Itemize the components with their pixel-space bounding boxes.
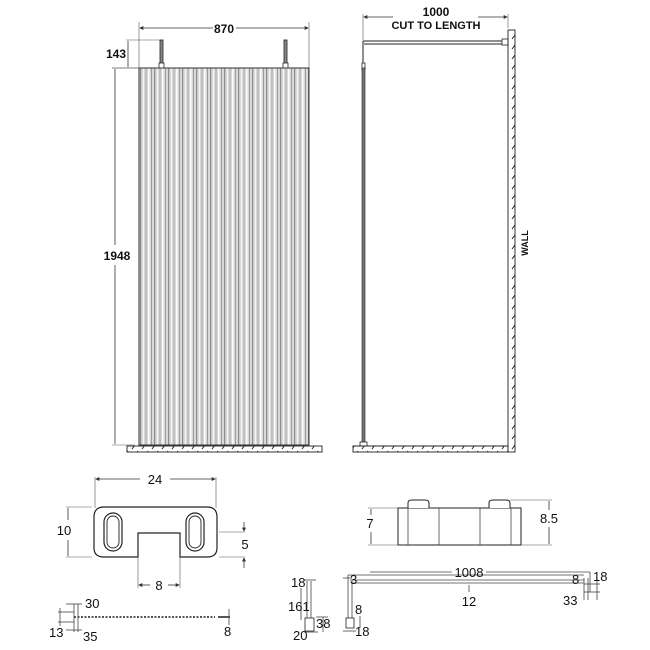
bracket-width-label: 24 xyxy=(148,472,162,487)
bracket-height-label: 143 xyxy=(106,47,126,61)
arm-18-bottom-label: 18 xyxy=(355,624,369,639)
arm-18-right-label: 18 xyxy=(593,569,607,584)
glass-edge-side xyxy=(361,67,366,446)
side-floor-hatch xyxy=(352,445,509,453)
arm-8-left-label: 8 xyxy=(355,602,362,617)
arm-18-top-label: 18 xyxy=(291,575,305,590)
panel-height-label: 1948 xyxy=(104,249,131,263)
wall-label: WALL xyxy=(520,230,530,256)
bracket-side-detail: 7 8.5 xyxy=(366,499,558,546)
bracket-side-7-label: 7 xyxy=(366,516,373,531)
front-view: 870 143 1948 xyxy=(104,22,323,453)
arm-161-label: 161 xyxy=(288,599,310,614)
channel-detail: 30 13 35 8 xyxy=(49,596,231,644)
right-slot xyxy=(185,512,205,552)
arm-38-label: 38 xyxy=(316,616,330,631)
arm-20-label: 20 xyxy=(293,628,307,643)
channel-13-label: 13 xyxy=(49,625,63,640)
left-support-arm xyxy=(159,39,164,67)
channel-8-label: 8 xyxy=(224,624,231,639)
slot-height-label: 5 xyxy=(241,537,248,552)
channel-30-label: 30 xyxy=(85,596,99,611)
bracket-side-8-5-label: 8.5 xyxy=(540,511,558,526)
arm-1008-label: 1008 xyxy=(455,565,484,580)
front-floor-hatch xyxy=(126,445,323,453)
front-width-label: 870 xyxy=(214,22,234,36)
arm-detail: 18 161 38 20 3 8 18 1008 12 8 18 33 xyxy=(288,565,607,643)
arm-3-label: 3 xyxy=(350,572,357,587)
bracket-side-body xyxy=(397,507,522,546)
right-support-arm xyxy=(283,39,288,67)
arm-8-right-label: 8 xyxy=(572,572,579,587)
left-slot xyxy=(103,512,123,552)
side-view: 1000 CUT TO LENGTH WALL xyxy=(352,5,530,453)
wall-hatch xyxy=(507,29,516,453)
arm-33-label: 33 xyxy=(563,593,577,608)
bracket-front-detail: 24 10 5 8 xyxy=(57,472,249,593)
notch-width-label: 8 xyxy=(155,578,162,593)
fluted-glass-panel xyxy=(138,67,310,446)
arm-12-label: 12 xyxy=(462,594,476,609)
channel-35-label: 35 xyxy=(83,629,97,644)
bracket-height-10-label: 10 xyxy=(57,523,71,538)
arm-length-label: 1000 xyxy=(423,5,450,19)
cut-to-length-label: CUT TO LENGTH xyxy=(391,20,480,32)
